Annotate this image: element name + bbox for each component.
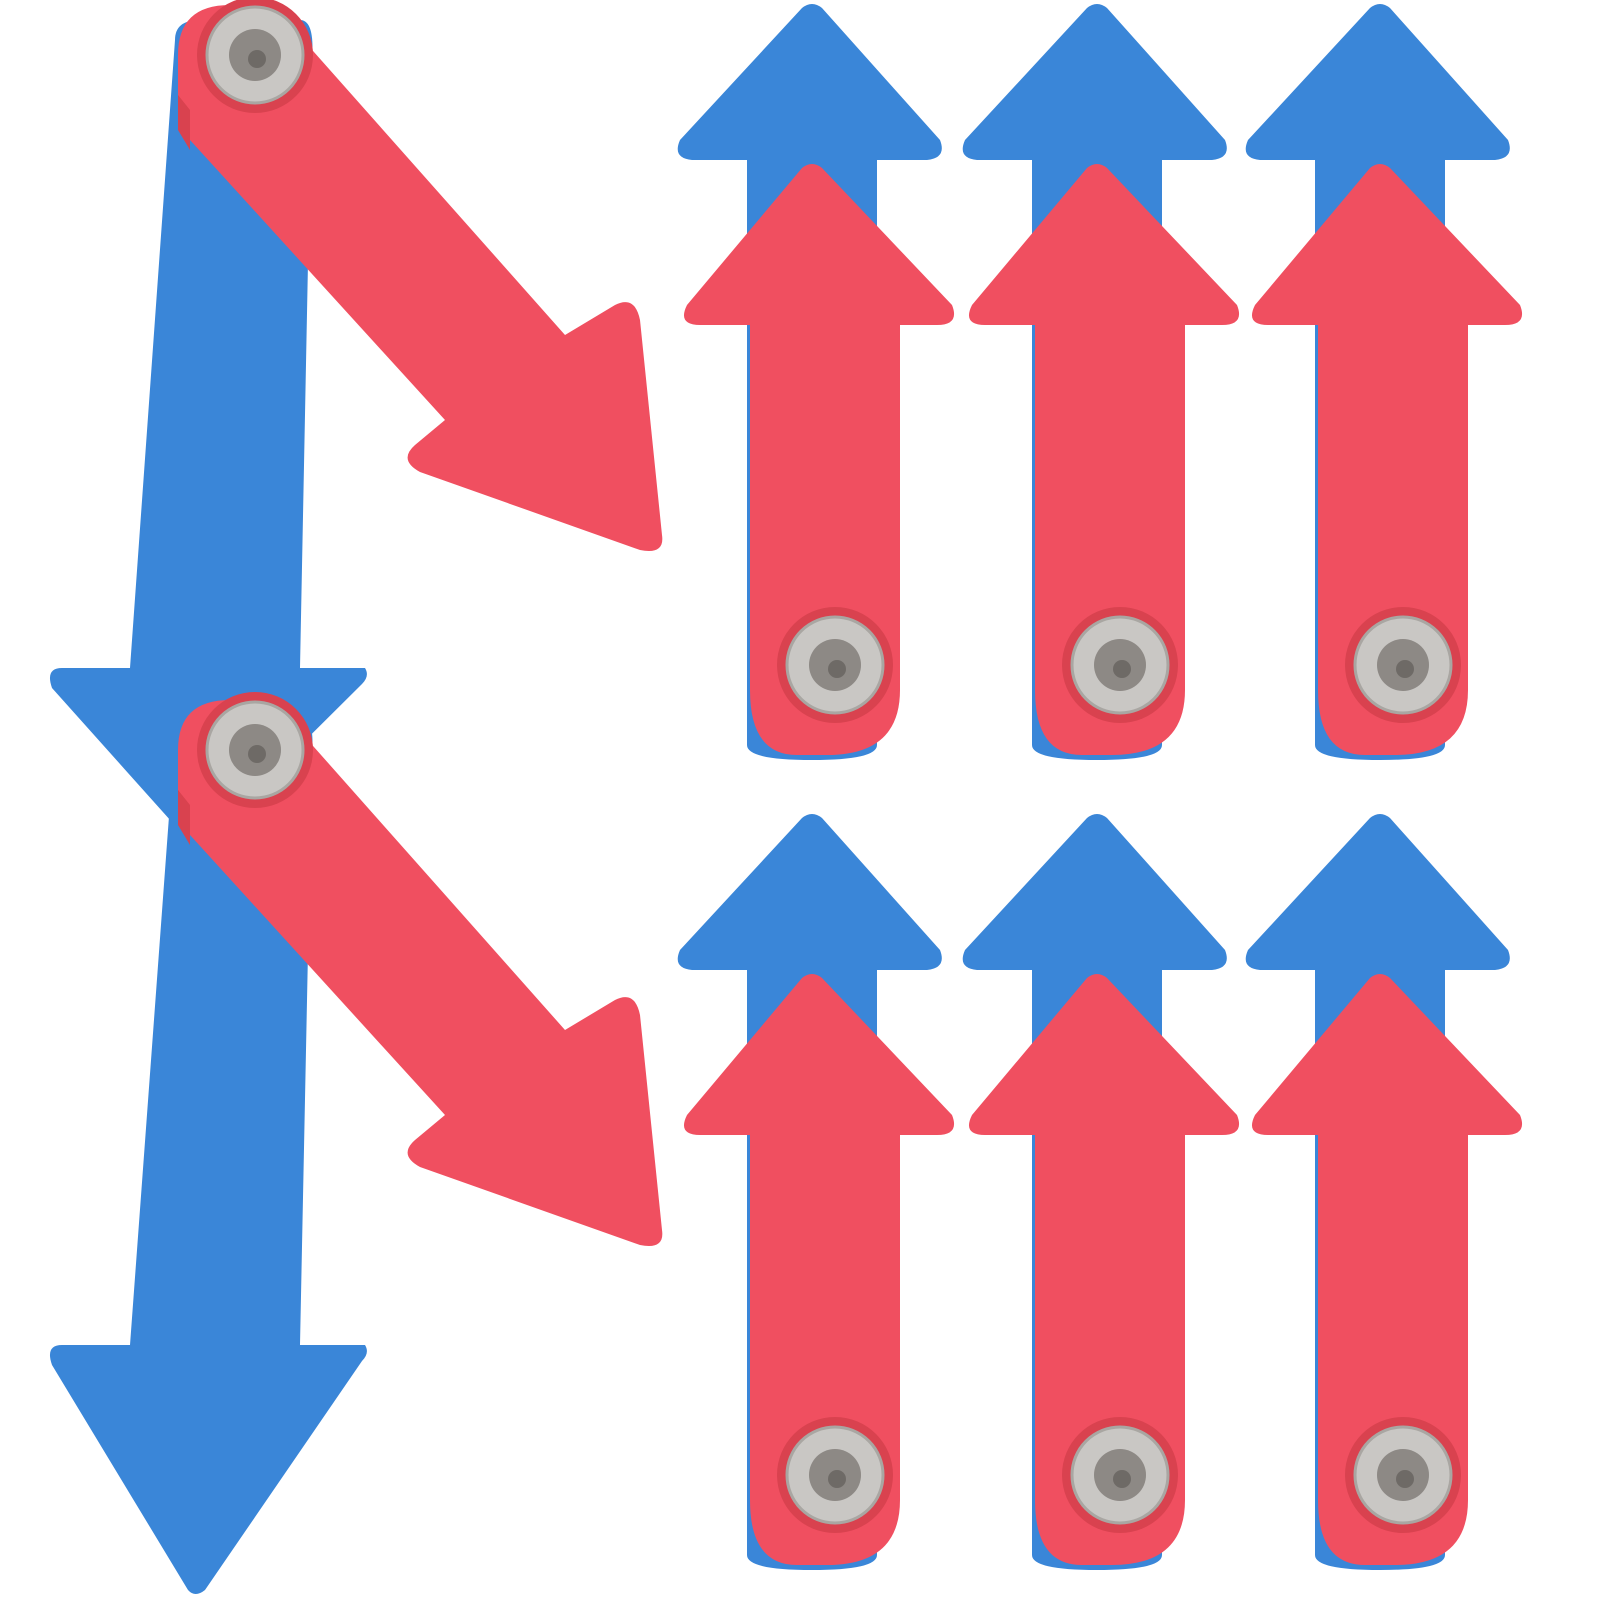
rivet-hole [1396,1470,1414,1488]
rivet [197,0,313,113]
left-spinner [49,0,663,844]
rivet-hole [1113,1470,1131,1488]
up-spinner [677,814,955,1570]
rivet-hole [1396,660,1414,678]
rivet-hole [828,1470,846,1488]
up-spinner [677,4,955,760]
up-spinner [962,814,1240,1570]
rivet-hole [1113,660,1131,678]
red-up-arrow [683,974,955,1565]
red-up-arrow [968,974,1240,1565]
rivet-hole [248,50,266,68]
red-up-arrow [1251,164,1523,755]
rivet [1345,1417,1461,1533]
red-arrow [178,5,663,551]
rivet [777,1417,893,1533]
rivet [1345,607,1461,723]
up-spinner [1245,814,1523,1570]
rivet [777,607,893,723]
red-up-arrow [683,164,955,755]
red-arrow-edge [178,790,190,845]
rivet [1062,607,1178,723]
up-spinner [962,4,1240,760]
rivet [1062,1417,1178,1533]
red-up-arrow [1251,974,1523,1565]
up-spinner [1245,4,1523,760]
rivet-hole [828,660,846,678]
red-arrow-edge [178,95,190,150]
red-up-arrow [968,164,1240,755]
rivet [197,692,313,808]
left-spinner [49,692,663,1594]
red-arrow [178,700,663,1246]
rivet-hole [248,745,266,763]
